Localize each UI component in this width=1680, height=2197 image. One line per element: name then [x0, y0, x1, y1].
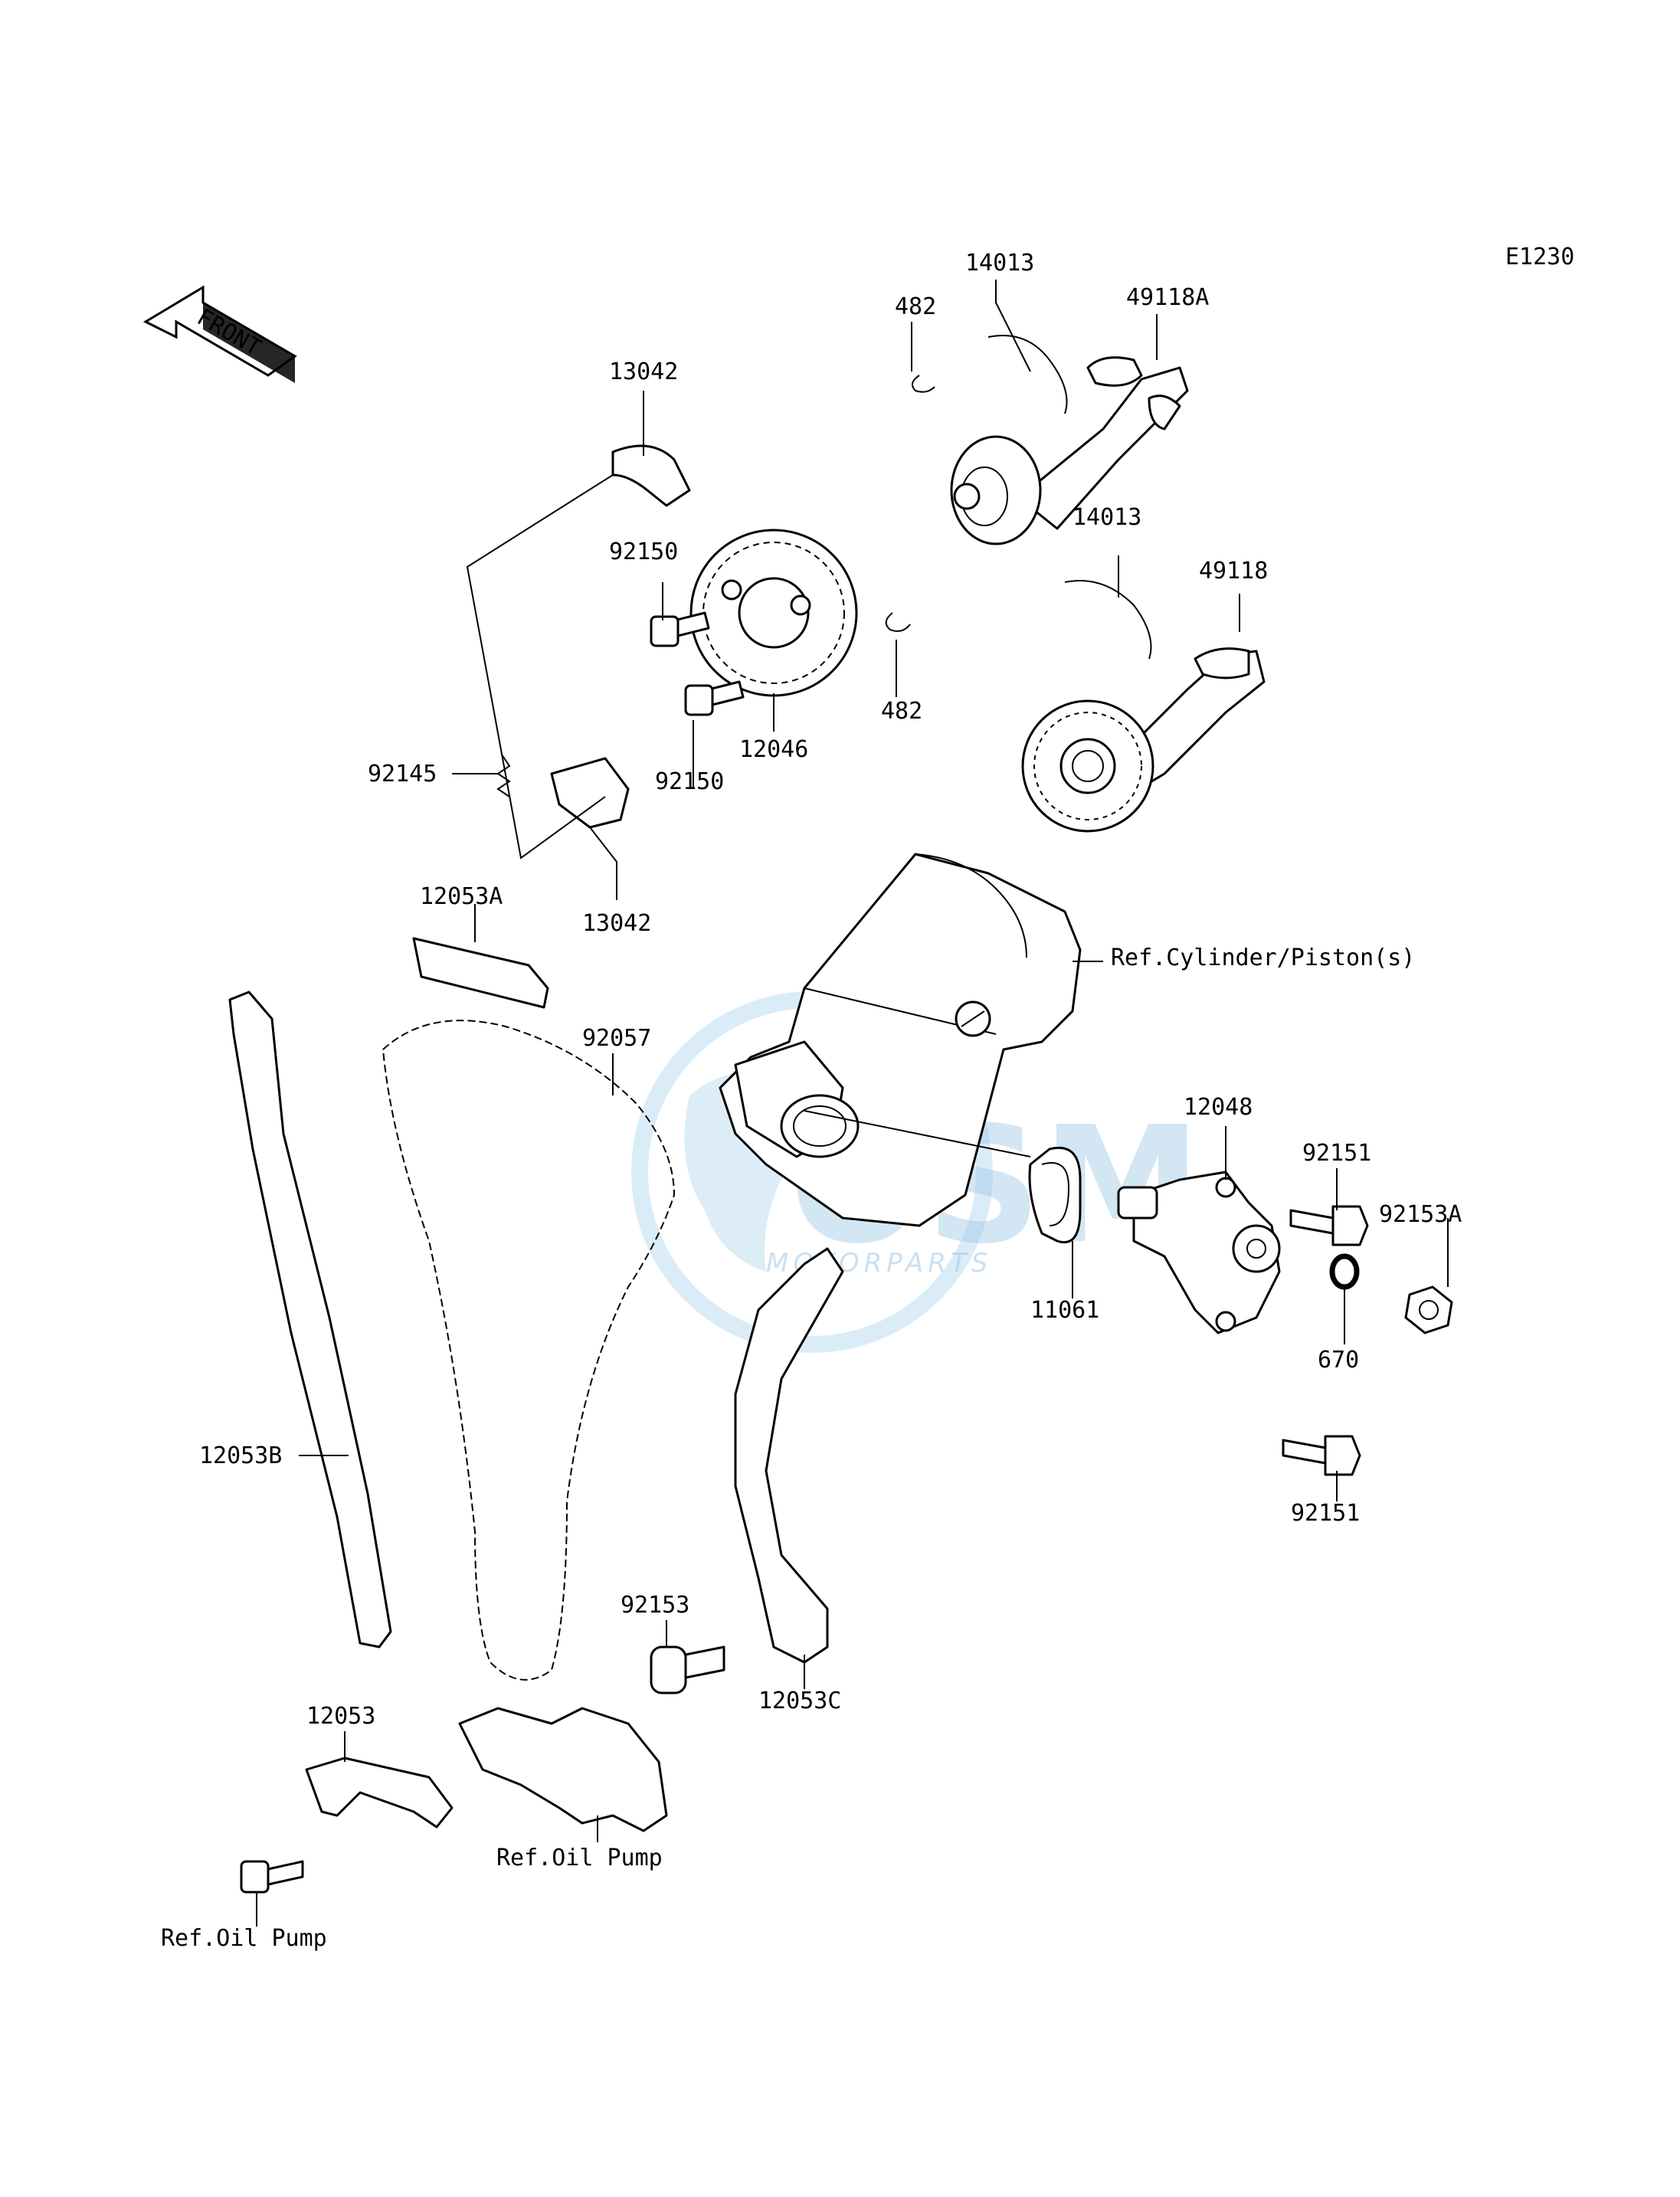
label-13042-top: 13042 — [609, 359, 678, 385]
label-14013-top: 14013 — [965, 250, 1034, 277]
label-11061: 11061 — [1030, 1297, 1099, 1324]
circlip-482-top — [912, 375, 935, 393]
spring-92145 — [496, 754, 511, 797]
label-14013-bottom: 14013 — [1073, 504, 1141, 531]
circlip-482-bottom — [885, 612, 911, 632]
gasket-11061 — [1028, 1147, 1082, 1243]
oil-pump-ref — [458, 1707, 668, 1832]
camshaft-49118A — [950, 356, 1189, 545]
label-12046: 12046 — [739, 736, 808, 763]
camshaft-49118 — [1021, 647, 1266, 833]
label-12053A: 12053A — [420, 883, 503, 910]
o-ring-670 — [1329, 1253, 1360, 1290]
bolt-92151-top — [1289, 1205, 1369, 1246]
label-670: 670 — [1318, 1347, 1359, 1374]
half-ring-14013-top — [987, 335, 1068, 414]
bolt-92153 — [650, 1645, 725, 1694]
label-49118: 49118 — [1199, 558, 1268, 584]
label-ref-cylinder: Ref.Cylinder/Piston(s) — [1111, 945, 1415, 971]
label-482-bottom: 482 — [881, 698, 922, 725]
half-ring-14013-bottom — [1064, 580, 1152, 660]
bracket-12053 — [305, 1757, 454, 1829]
cylinder-ref — [719, 853, 1082, 1227]
weight-13042-top — [611, 444, 691, 507]
label-92153: 92153 — [621, 1592, 689, 1619]
bolt-92150-bottom — [684, 680, 745, 716]
diagram-code: E1230 — [1505, 244, 1574, 270]
cam-sprocket-12046 — [689, 529, 858, 697]
front-arrow-icon: FRONT — [142, 285, 297, 383]
weight-13042-bottom — [550, 757, 630, 829]
guide-12053C — [734, 1247, 844, 1664]
label-12053C: 12053C — [758, 1688, 841, 1714]
label-49118A: 49118A — [1126, 284, 1209, 311]
label-92145: 92145 — [368, 761, 437, 787]
label-12053B: 12053B — [199, 1442, 282, 1469]
nut-92153A — [1404, 1285, 1453, 1334]
guide-12053B — [228, 990, 392, 1649]
label-92057: 92057 — [582, 1025, 651, 1052]
guide-12053A — [412, 937, 549, 1009]
leader-lines — [256, 280, 1449, 1927]
bolt-92151-bottom — [1282, 1435, 1361, 1476]
cam-chain-tensioner — [1117, 1171, 1281, 1334]
bolt-oil-pump — [240, 1860, 304, 1894]
label-92150-bottom: 92150 — [655, 768, 724, 795]
label-482-top: 482 — [895, 293, 936, 320]
bolt-92150-top — [650, 611, 710, 647]
label-ref-oil-pump-1: Ref.Oil Pump — [496, 1845, 663, 1871]
label-12048: 12048 — [1184, 1094, 1253, 1121]
label-12053: 12053 — [306, 1703, 375, 1730]
cam-chain-92057 — [382, 1020, 676, 1681]
label-92151-bottom: 92151 — [1291, 1500, 1360, 1527]
label-92150-top: 92150 — [609, 539, 678, 565]
label-92153A: 92153A — [1379, 1201, 1462, 1228]
label-13042-bottom: 13042 — [582, 910, 651, 937]
label-ref-oil-pump-2: Ref.Oil Pump — [161, 1925, 327, 1952]
label-92151-top: 92151 — [1302, 1140, 1371, 1167]
